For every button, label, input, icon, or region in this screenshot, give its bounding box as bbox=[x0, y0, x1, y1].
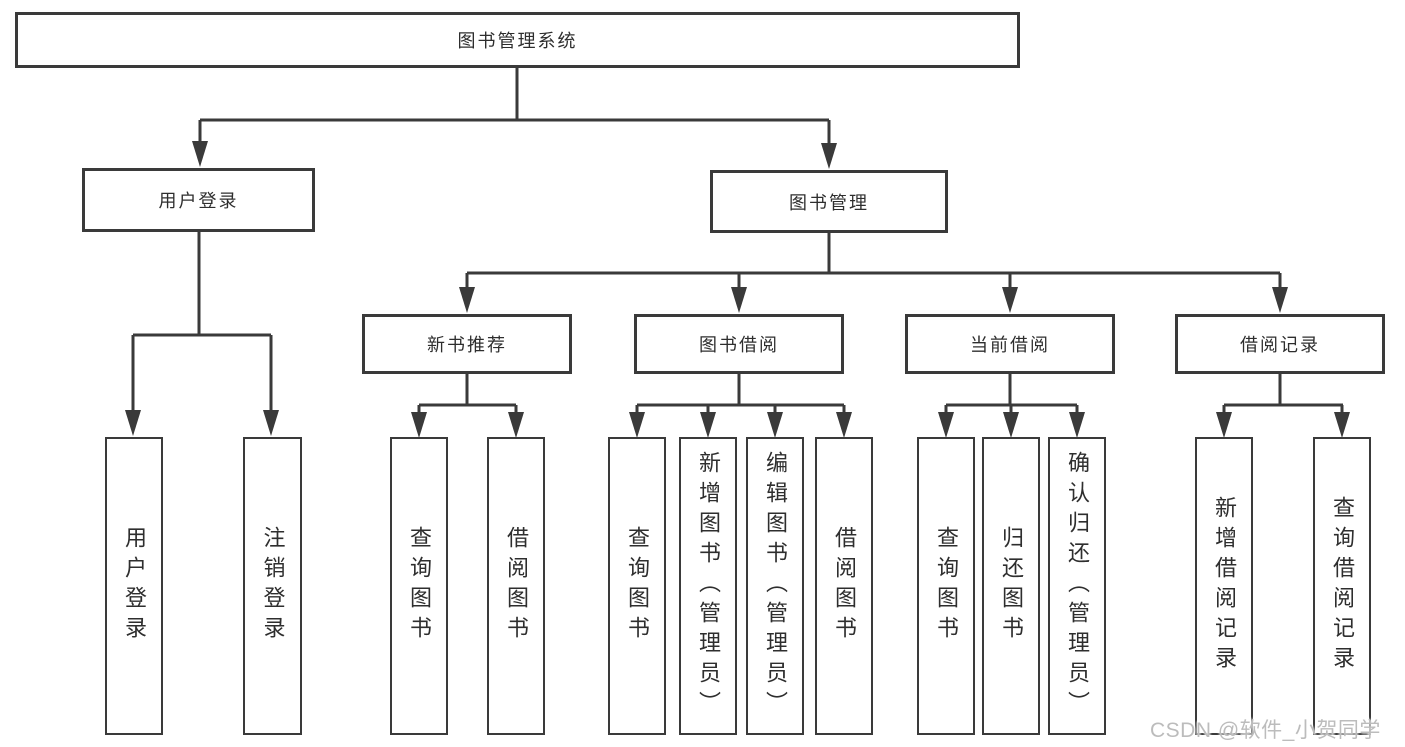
leaf-borrowing-borrow-books: 借阅图书 bbox=[815, 437, 873, 735]
csdn-watermark: CSDN @软件_小贺同学 bbox=[1150, 719, 1381, 742]
leaf-current-return-books: 归还图书 bbox=[982, 437, 1040, 735]
leaf-current-confirm-return-admin: 确认归还（管理员） bbox=[1048, 437, 1106, 735]
leaf-records-query-record: 查询借阅记录 bbox=[1313, 437, 1371, 735]
leaf-logout: 注销登录 bbox=[243, 437, 302, 735]
node-borrowing-records: 借阅记录 bbox=[1175, 314, 1385, 374]
leaf-recommend-borrow-books: 借阅图书 bbox=[487, 437, 545, 735]
leaf-user-login: 用户登录 bbox=[105, 437, 163, 735]
leaf-current-query-books: 查询图书 bbox=[917, 437, 975, 735]
leaf-recommend-query-books: 查询图书 bbox=[390, 437, 448, 735]
node-root-library-system: 图书管理系统 bbox=[15, 12, 1020, 68]
node-book-management: 图书管理 bbox=[710, 170, 948, 233]
leaf-borrowing-add-books-admin: 新增图书（管理员） bbox=[679, 437, 737, 735]
leaf-records-add-record: 新增借阅记录 bbox=[1195, 437, 1253, 735]
node-book-borrowing: 图书借阅 bbox=[634, 314, 844, 374]
node-new-book-recommend: 新书推荐 bbox=[362, 314, 572, 374]
node-user-login: 用户登录 bbox=[82, 168, 315, 232]
node-current-borrowing: 当前借阅 bbox=[905, 314, 1115, 374]
arrowheads bbox=[125, 141, 1350, 438]
leaf-borrowing-query-books: 查询图书 bbox=[608, 437, 666, 735]
leaf-borrowing-edit-books-admin: 编辑图书（管理员） bbox=[746, 437, 804, 735]
